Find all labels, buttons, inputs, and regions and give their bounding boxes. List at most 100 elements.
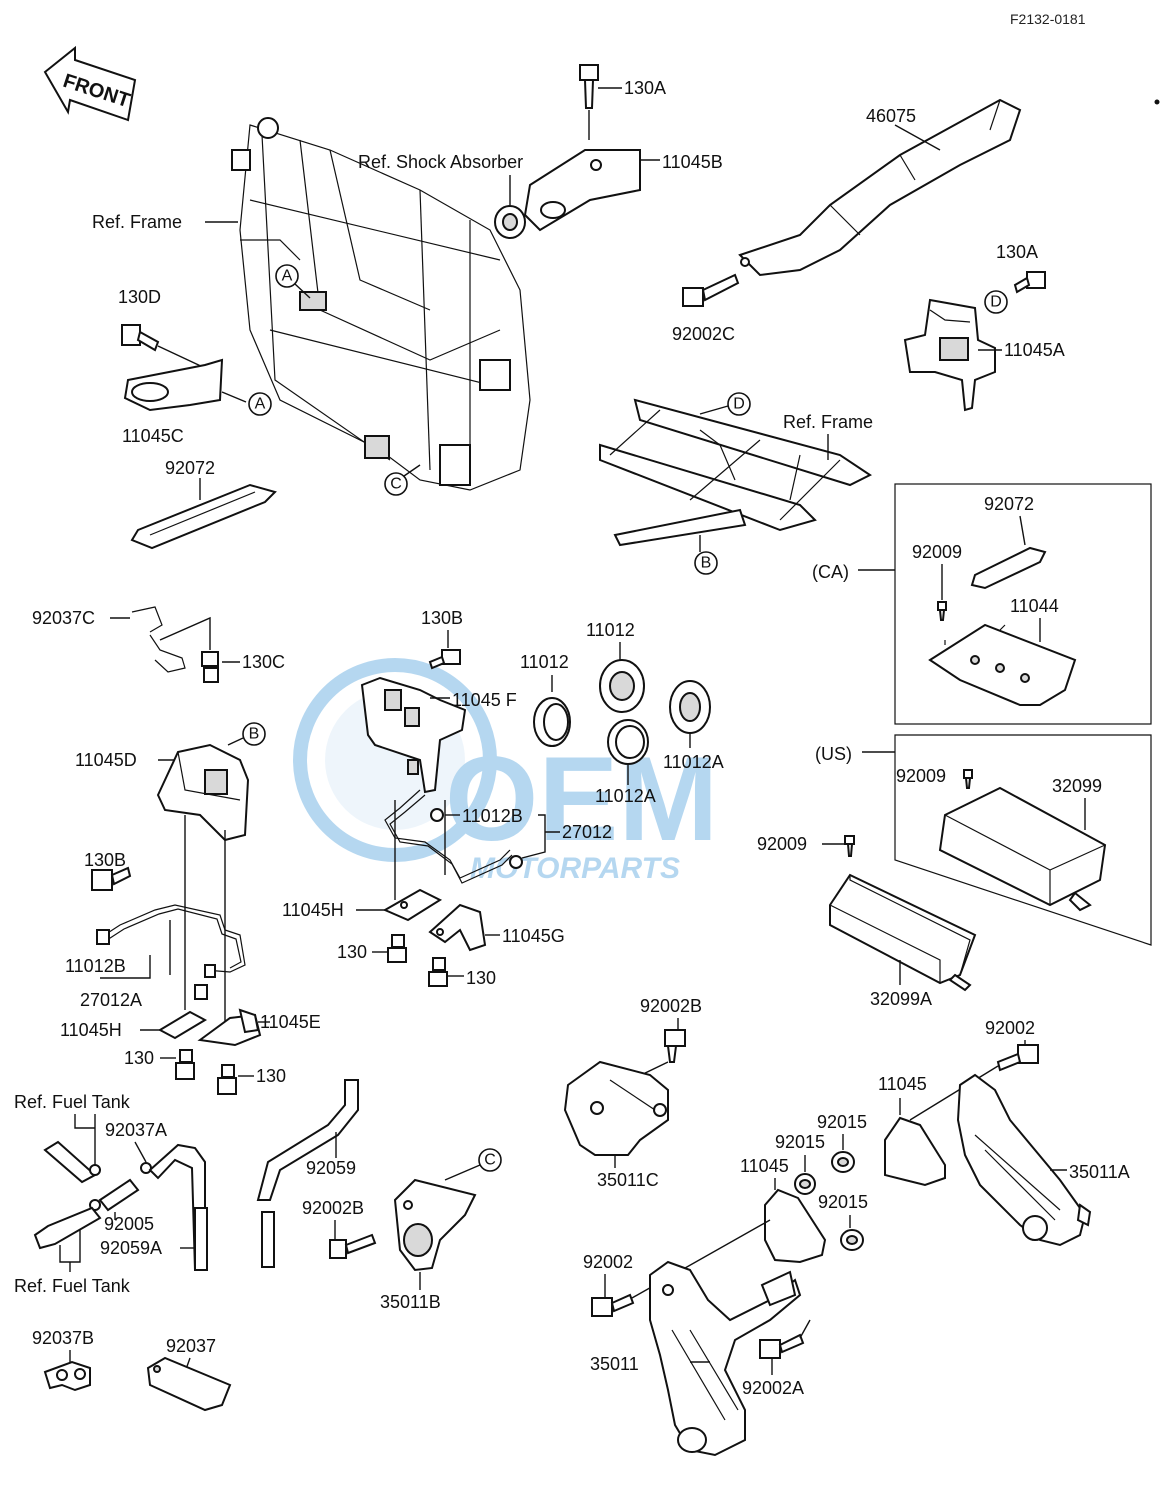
label-35011A: 35011A xyxy=(1069,1162,1130,1182)
label-92009-us: 92009 xyxy=(896,766,946,786)
label-92002C: 92002C xyxy=(672,324,735,344)
part-130D-bolt xyxy=(121,324,160,352)
label-ref-frame-left: Ref. Frame xyxy=(92,212,182,232)
label-92037B: 92037B xyxy=(32,1328,94,1348)
part-35011B-bracket xyxy=(393,1178,477,1272)
label-ref-frame-right: Ref. Frame xyxy=(783,412,873,432)
part-11045-mid-bracket xyxy=(764,1188,827,1264)
label-11012B-mid: 11012B xyxy=(462,806,523,826)
part-11044-tray xyxy=(928,623,1077,706)
label-92002-left: 92002 xyxy=(583,1252,633,1272)
label-32099: 32099 xyxy=(1052,776,1102,796)
dot-mark xyxy=(1154,99,1160,105)
label-130-mid-2: 130 xyxy=(466,968,496,988)
label-92037: 92037 xyxy=(166,1336,216,1356)
part-fuel-pipe-bottom xyxy=(33,1206,102,1250)
watermark-brand: OEM xyxy=(445,732,718,866)
part-11045F-bracket xyxy=(360,676,467,794)
part-46075-grab-rail xyxy=(738,98,1022,277)
part-35011C-bracket xyxy=(563,1060,669,1156)
label-130A-right: 130A xyxy=(996,242,1038,262)
part-92015-collar-b xyxy=(794,1173,816,1195)
label-92015-b: 92015 xyxy=(775,1132,825,1152)
part-130-left-bolt-2 xyxy=(217,1064,237,1095)
part-130C-bolt xyxy=(201,651,219,683)
label-35011C: 35011C xyxy=(597,1170,659,1190)
part-130-mid-bolt-2 xyxy=(428,957,448,987)
part-11045H-left-plate xyxy=(157,1010,208,1040)
part-11012A-grommet-right xyxy=(669,680,711,734)
label-11045D: 11045D xyxy=(75,750,137,770)
label-130A-top: 130A xyxy=(624,78,666,98)
ca-variant-box xyxy=(894,483,1152,725)
part-130B-top-bolt xyxy=(428,649,461,670)
part-92002C-bolt xyxy=(682,273,740,307)
callout-circle-C-bottom xyxy=(478,1148,502,1172)
part-11045C-bracket xyxy=(123,358,224,412)
callout-circle-B-left xyxy=(242,722,266,746)
callout-B-subframe: B xyxy=(701,555,712,572)
label-11012-right: 11012 xyxy=(586,620,635,640)
part-92037B-clip xyxy=(43,1360,91,1392)
part-11045G-bracket xyxy=(428,903,487,952)
label-130C: 130C xyxy=(242,652,285,672)
label-11012B-left: 11012B xyxy=(65,956,126,976)
label-92005: 92005 xyxy=(104,1214,154,1234)
part-92059A-hose xyxy=(148,1143,208,1271)
callout-circle-D-right xyxy=(984,290,1008,314)
part-92002B-bottom-bolt xyxy=(329,1233,377,1259)
label-92002A: 92002A xyxy=(742,1378,804,1398)
label-11045E: 11045E xyxy=(260,1012,321,1032)
part-92059-hose xyxy=(256,1079,359,1268)
label-11045C: 11045C xyxy=(122,426,184,446)
callout-circle-A-frame xyxy=(275,264,299,288)
label-11012A-right: 11012A xyxy=(663,752,724,772)
label-ref-fuel-tank-top: Ref. Fuel Tank xyxy=(14,1092,131,1112)
part-92002-left-bolt xyxy=(591,1293,635,1317)
part-130-left-bolt-1 xyxy=(175,1049,195,1080)
part-130B-left-bolt xyxy=(91,866,132,891)
front-arrow-icon: FRONT xyxy=(43,45,137,122)
part-92015-collar-a xyxy=(831,1151,855,1173)
part-11012-grommet-right xyxy=(599,659,645,713)
label-11045-right: 11045 xyxy=(878,1074,927,1094)
callout-D-subframe: D xyxy=(733,396,745,413)
part-35011-footrest-bracket xyxy=(649,1260,802,1457)
part-11045H-mid-plate xyxy=(382,888,443,922)
label-11045H-mid: 11045H xyxy=(282,900,344,920)
label-35011: 35011 xyxy=(590,1354,639,1374)
label-35011B: 35011B xyxy=(380,1292,441,1312)
part-32099-box xyxy=(938,786,1107,912)
label-46075: 46075 xyxy=(866,106,916,126)
label-11045A: 11045A xyxy=(1004,340,1065,360)
label-92037A: 92037A xyxy=(105,1120,167,1140)
callout-circle-A-left xyxy=(248,392,272,416)
part-35011A-footrest-bracket xyxy=(956,1073,1092,1247)
label-92037C: 92037C xyxy=(32,608,95,628)
label-27012A: 27012A xyxy=(80,990,142,1010)
label-ca: (CA) xyxy=(812,562,849,582)
part-92015-collar-c xyxy=(840,1229,864,1251)
label-us: (US) xyxy=(815,744,852,764)
watermark-sub: MOTORPARTS xyxy=(470,852,680,885)
label-130B-left: 130B xyxy=(84,850,126,870)
label-92009-mid: 92009 xyxy=(757,834,807,854)
part-92002-right-bolt xyxy=(996,1044,1039,1072)
part-11045B xyxy=(523,149,641,232)
label-92002-right: 92002 xyxy=(985,1018,1035,1038)
label-92072-ca: 92072 xyxy=(984,494,1034,514)
part-92009-mid-screw xyxy=(844,835,855,857)
callout-circle-D-subframe xyxy=(727,392,751,416)
callout-circle-C-frame xyxy=(384,472,408,496)
label-11012-left: 11012 xyxy=(520,652,569,672)
label-92015-c: 92015 xyxy=(818,1192,868,1212)
rear-subframe-drawing xyxy=(599,398,872,547)
part-92005-fitting xyxy=(89,1178,140,1212)
label-11045H-left: 11045H xyxy=(60,1020,122,1040)
part-130A-top xyxy=(579,64,599,109)
part-130A-right xyxy=(1013,271,1046,294)
label-92015-a: 92015 xyxy=(817,1112,867,1132)
part-92037A-clip xyxy=(89,1162,152,1176)
